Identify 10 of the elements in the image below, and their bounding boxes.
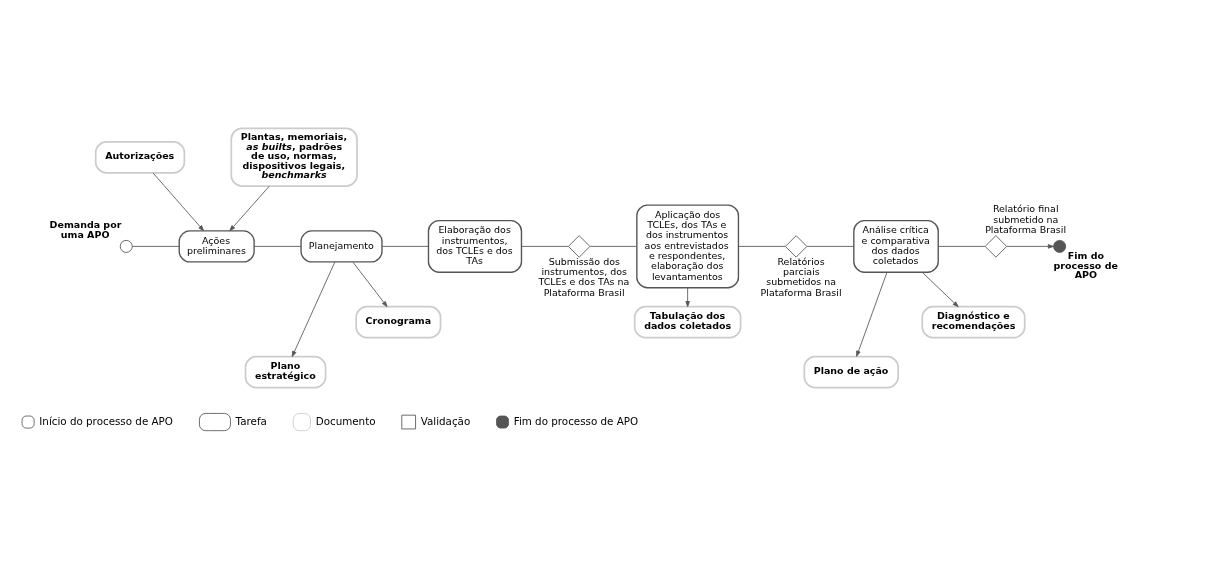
node-label: Relatórios parciais submetidos na Plataforma Brasil [760,255,842,298]
legend-label: Fim do processo de APO [513,414,639,427]
legend-label: Início do processo de APO [39,414,173,427]
legend-label: Tarefa [235,414,267,427]
node-label: Fim do processo de APO [1053,249,1118,280]
node-label: Submissão dos instrumentos, dos TCLEs e dos TAs na Plataforma Brasil [538,255,630,298]
node-label: Relatório final submetido na Plataforma Brasil [985,202,1067,235]
node-label: Demanda por uma APO [49,218,122,240]
legend-label: Validação [420,414,471,427]
legend-label: Documento [315,414,376,427]
